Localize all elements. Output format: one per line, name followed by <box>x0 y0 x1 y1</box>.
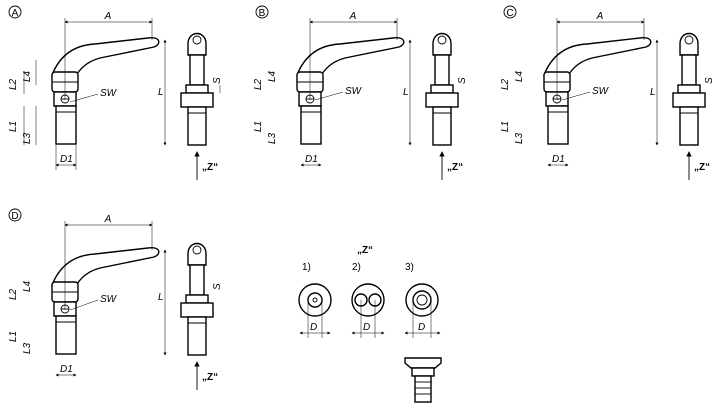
dim-sw: SW <box>100 88 118 99</box>
view-dim: D <box>418 322 425 333</box>
dim-l4: L4 <box>22 280 33 292</box>
dim-l1: L1 <box>253 121 264 132</box>
dim-l2: L2 <box>253 78 264 90</box>
view-1-hex <box>307 292 323 308</box>
dim-sw: SW <box>592 86 610 97</box>
variant-a: A A L L2 L4 L1 L3 SW D1 S „Z“ <box>8 5 223 180</box>
dim-l: L <box>158 292 164 303</box>
dim-l2: L2 <box>8 288 19 300</box>
dim-l2: L2 <box>500 78 511 90</box>
dim-l2: L2 <box>8 78 19 90</box>
dim-l4: L4 <box>514 70 525 82</box>
view-z-title: „Z“ <box>357 245 373 256</box>
dim-s: S <box>704 77 715 84</box>
variant-badge: D <box>11 211 18 222</box>
dim-l4: L4 <box>22 70 33 82</box>
view-dim: D <box>363 322 370 333</box>
view-z-label: „Z“ <box>202 162 218 173</box>
badge-circle <box>8 5 22 19</box>
dim-a: A <box>596 11 604 22</box>
dim-d1: D1 <box>552 154 565 165</box>
dim-s: S <box>212 283 223 290</box>
view-label: 3) <box>405 262 414 273</box>
view-z-label: „Z“ <box>202 372 218 383</box>
dim-l: L <box>403 87 409 98</box>
dim-a: A <box>104 11 112 22</box>
view-label: 2) <box>352 262 361 273</box>
variant-b: B A L L2 L4 L1 L3 SW D1 S „Z“ <box>253 5 468 180</box>
dim-l3: L3 <box>22 132 33 144</box>
dim-d1: D1 <box>305 154 318 165</box>
view-z-label: „Z“ <box>694 162 710 173</box>
dim-sw: SW <box>100 294 118 305</box>
dim-a: A <box>349 11 357 22</box>
dim-l1: L1 <box>8 121 19 132</box>
variant-badge: A <box>12 8 19 19</box>
variant-c: C A L L2 L4 L1 L3 SW D1 S „Z“ <box>500 5 715 180</box>
dim-s: S <box>212 77 223 84</box>
dim-l3: L3 <box>267 132 278 144</box>
dim-a: A <box>104 214 112 225</box>
dim-sw: SW <box>345 86 363 97</box>
dim-l4: L4 <box>267 70 278 82</box>
view-label: 1) <box>302 262 311 273</box>
dim-l: L <box>158 87 164 98</box>
dim-s: S <box>457 77 468 84</box>
view-z-label: „Z“ <box>447 162 463 173</box>
variant-badge: B <box>259 8 266 19</box>
view-dim: D <box>310 322 317 333</box>
view-z-details: „Z“ 1) D 2) D 3) D <box>298 245 442 403</box>
dim-l: L <box>650 87 656 98</box>
view-2-outer <box>351 283 385 317</box>
dim-l3: L3 <box>514 132 525 144</box>
dim-l1: L1 <box>8 331 19 342</box>
variant-d: D A L L2 L4 L1 L3 SW D1 S „Z“ <box>8 208 223 390</box>
dim-d1: D1 <box>60 364 73 375</box>
dim-l3: L3 <box>22 342 33 354</box>
dim-l1: L1 <box>500 121 511 132</box>
view-3-ring <box>412 290 432 310</box>
variant-badge: C <box>506 8 513 19</box>
dim-d1: D1 <box>60 154 73 165</box>
screw-part <box>404 357 442 403</box>
